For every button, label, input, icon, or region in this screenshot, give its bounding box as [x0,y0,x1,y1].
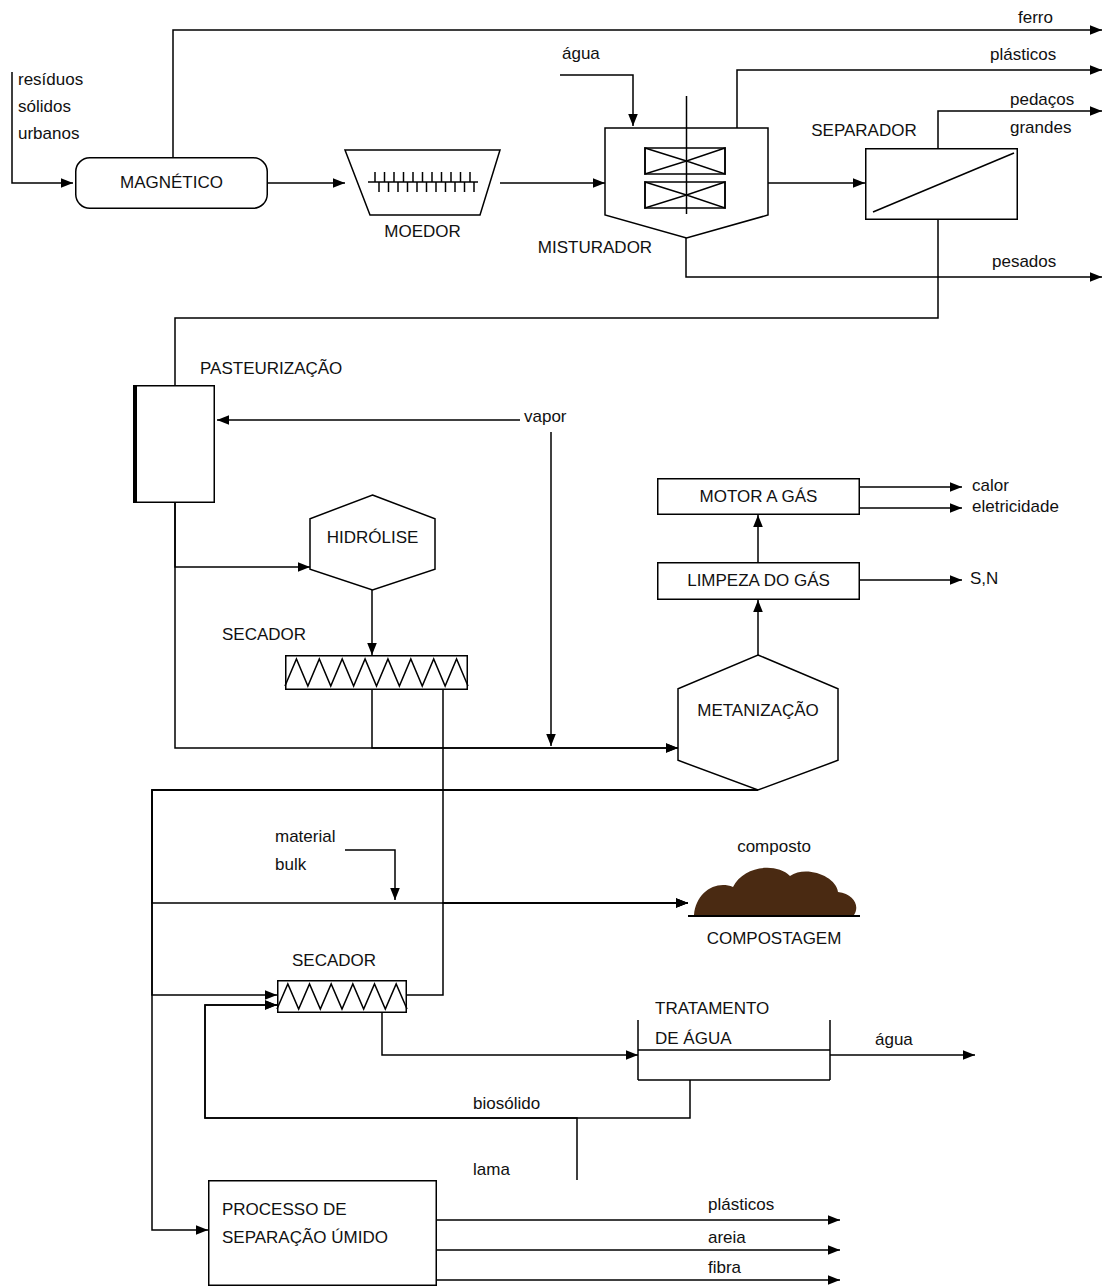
pasteurizer-outline [133,385,215,503]
input-line [560,75,633,126]
mixer-tank-outline [605,128,768,238]
flow-label: água [562,44,600,64]
flow-label: eletricidade [972,497,1059,517]
flow-label: vapor [524,407,567,427]
node-caption: COMPOSTAGEM [673,929,875,949]
output-line [830,1054,975,1056]
output-line [860,507,962,509]
flow-label: calor [972,476,1009,496]
output-line [437,1219,840,1221]
flow-label: plásticos [708,1195,774,1215]
magnetic-separator: MAGNÉTICO [75,157,268,209]
node-label: MAGNÉTICO [75,173,268,193]
output-line [437,1249,840,1251]
separator: SEPARADOR [865,148,1018,220]
flow-connector [152,790,758,903]
separator-outline [865,148,1018,220]
gas-engine-box: MOTOR A GÁS [657,478,860,515]
flow-connector [757,515,759,562]
flow-label: pedaços grandes [1010,86,1088,142]
flow-label: resíduos sólidos urbanos [18,66,110,147]
flow-connector [371,590,373,655]
flow-connector [205,1005,690,1118]
output-line [173,30,1102,157]
flow-connector [382,1013,638,1055]
water-treatment: TRATAMENTO DE ÁGUA [638,1020,830,1080]
node-label: METANIZAÇÃO [678,701,838,721]
node-caption: PROCESSO DE SEPARAÇÃO ÚMIDO [222,1196,412,1252]
flow-connector [152,790,758,995]
flow-connector [443,690,688,903]
compost-pile-outline [688,865,860,920]
pasteurizer: PASTEURIZAÇÃO [133,385,215,503]
output-line [437,1279,840,1281]
flow-label: material bulk [275,823,341,879]
flow-connector [768,182,865,184]
flow-connector [757,600,759,655]
node-caption: MOEDOR [365,222,480,242]
flow-label: areia [708,1228,746,1248]
dryer: SECADOR [285,655,468,690]
node-label: LIMPEZA DO GÁS [657,571,860,591]
flow-label: plásticos [990,45,1056,65]
node-caption: MISTURADOR [525,238,665,258]
flow-connector [175,220,938,385]
hydrolysis-reactor: HIDRÓLISE [310,495,435,590]
node-caption: SECADOR [292,951,412,971]
node-label: MOTOR A GÁS [657,487,860,507]
dryer-outline [285,655,468,690]
input-line [345,850,395,900]
flow-connector [407,903,688,995]
flow-label: água [875,1030,913,1050]
output-line [686,238,1102,277]
node-caption: SECADOR [222,625,342,645]
flow-connector [175,503,310,567]
flow-label: ferro [1018,8,1053,28]
dryer-outline [277,980,407,1013]
flow-label: pesados [992,252,1056,272]
flow-connector [372,690,678,748]
flow-connector [268,182,345,184]
wet-separation-box: PROCESSO DE SEPARAÇÃO ÚMIDO [208,1180,437,1286]
node-caption: composto [688,837,860,857]
flow-label: fibra [708,1258,741,1278]
compost-pile: compostoCOMPOSTAGEM [688,865,860,920]
steam-line [217,419,520,421]
output-line [860,486,962,488]
methanization-reactor: METANIZAÇÃO [678,655,838,790]
node-label: HIDRÓLISE [310,528,435,548]
node-caption: PASTEURIZAÇÃO [200,359,390,379]
node-caption: SEPARADOR [797,121,931,141]
dryer: SECADOR [277,980,407,1013]
output-line [860,579,962,581]
gas-cleaning-box: LIMPEZA DO GÁS [657,562,860,600]
flow-label: S,N [970,569,998,589]
node-caption: TRATAMENTO DE ÁGUA [655,994,785,1054]
edge-label: lama [473,1160,510,1180]
grinder: MOEDOR [345,150,500,215]
flow-connector [500,182,605,184]
mixer-tank: MISTURADOR [605,128,768,238]
grinder-outline [345,150,500,215]
flow-connector [175,503,678,748]
flow-connector [205,1005,577,1180]
edge-label: biosólido [473,1094,540,1114]
steam-line [550,432,552,746]
methanization-reactor-outline [678,655,838,790]
